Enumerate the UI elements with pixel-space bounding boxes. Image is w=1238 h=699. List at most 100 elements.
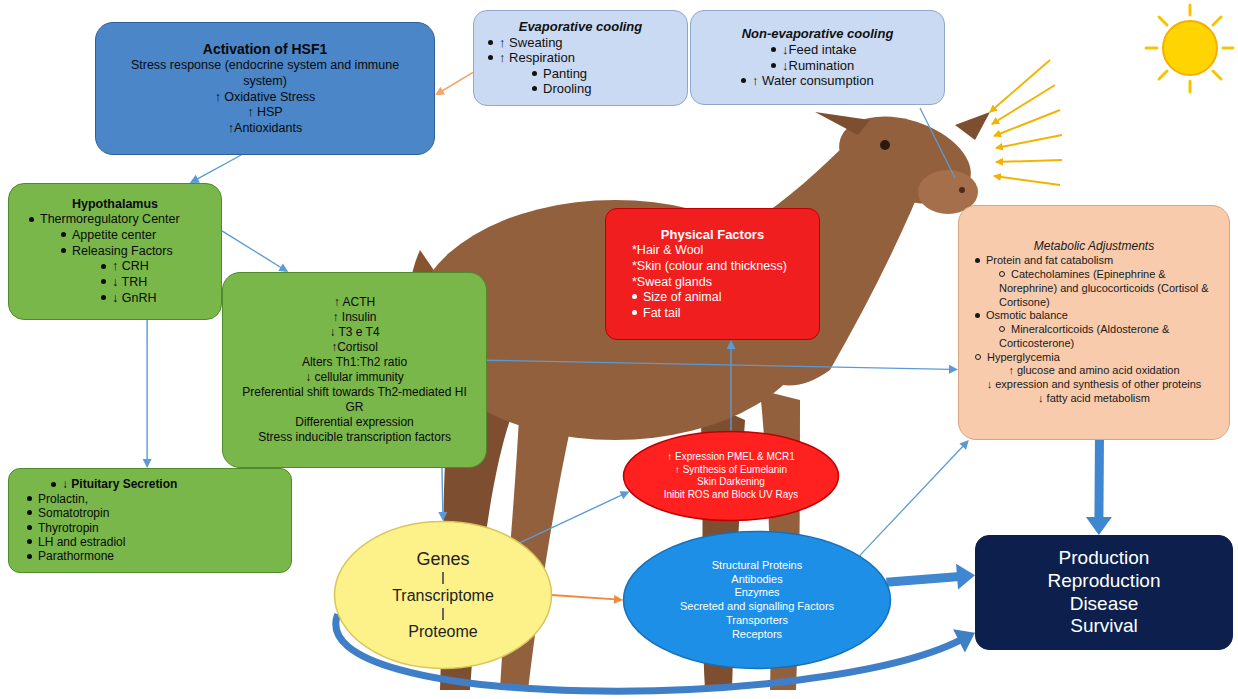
text-row: ↑ glucose and amino acid oxidation (969, 364, 1219, 378)
sheep-ear (955, 112, 990, 140)
text-row: Appetite center (21, 228, 209, 244)
connector-line (520, 495, 623, 543)
label-text: ↑Cortisol (331, 340, 378, 354)
text-row: Antibodies (660, 573, 854, 587)
label-text: Drooling (543, 81, 591, 96)
text-row: ↑ CRH (21, 259, 209, 275)
pituitary-box: ↓ Pituitary SecretionProlactin,Somatotro… (8, 468, 292, 573)
label-text: Parathormone (38, 549, 114, 563)
ellipse-shape (335, 522, 552, 669)
text-row: Thermoregulatory Center (21, 212, 209, 228)
bullet-dot (27, 539, 32, 544)
text-row: ↓ cellular immunity (235, 370, 474, 385)
text-row: Alters Th1:Th2 ratio (235, 355, 474, 370)
sun-rays (1146, 5, 1233, 92)
arrow-head (190, 175, 200, 183)
label-text: ↑ CRH (112, 259, 149, 273)
label-text: ↑ Expression PMEL & MCR1 (667, 451, 794, 462)
text-row: Metabolic Adjustments (969, 239, 1219, 254)
label-text: Protein and fat catabolism (986, 254, 1113, 266)
bullet-dot (51, 482, 56, 487)
label-text: Stress inducible transcription factors (258, 430, 451, 444)
circle-bullet (999, 271, 1005, 277)
pigment-ellipse: ↑ Expression PMEL & MCR1 ↑ Synthesis of E… (622, 430, 840, 522)
bullet-dot (741, 78, 746, 83)
label-text: Hypothalamus (72, 197, 158, 211)
arrow-head (959, 440, 968, 450)
ellipse-shape (624, 532, 891, 669)
cooling-box: Evaporative cooling↑ Sweating↑ Respirati… (473, 10, 688, 106)
bullet-dot (101, 264, 106, 269)
connector (552, 595, 623, 604)
genes-ellipse: GenesTranscriptomeProteome (333, 520, 553, 670)
connector (222, 231, 288, 272)
bullet-dot (27, 554, 32, 559)
label-text: Disease (1070, 593, 1139, 614)
hypothalamus-box: HypothalamusThermoregulatory CenterAppet… (8, 183, 222, 320)
bullet-dot (632, 294, 637, 299)
cooling-box: Non-evaporative cooling↓Feed intake↓Rumi… (690, 10, 945, 105)
label-text: ↓ T3 e T4 (329, 325, 379, 339)
text-row: ↑ Synthesis of Eumelanin (646, 464, 816, 477)
label-text: Skin Darkening (697, 476, 765, 487)
label-text: Panting (543, 66, 587, 81)
text-row: Thyrotropin (21, 521, 279, 535)
sun (1146, 5, 1233, 92)
text-row: Genes (364, 548, 522, 571)
connector (520, 491, 629, 543)
text-row: Size of animal (618, 290, 807, 306)
label-text: Somatotropin (38, 506, 109, 520)
label-text: ↑ glucose and amino acid oxidation (1008, 364, 1179, 376)
label-text: Activation of HSF1 (203, 41, 327, 57)
label-text: Evaporative cooling (519, 19, 643, 34)
label-text: Inibit ROS and Block UV Rays (664, 489, 799, 500)
label-text: Proteome (408, 623, 477, 640)
label-text: *Sweat glands (632, 275, 712, 289)
text-row: ↑ Water consumption (701, 73, 934, 89)
label-text: Releasing Factors (72, 244, 173, 258)
label-text: ↑ Insulin (332, 310, 376, 324)
connector-line (222, 231, 282, 268)
label-text: ↑ Sweating (499, 35, 563, 50)
label-text: ↑ ACTH (334, 295, 375, 309)
connector-line (1094, 440, 1104, 520)
text-area: GenesTranscriptomeProteome (364, 548, 522, 643)
label-text: Size of animal (643, 290, 722, 304)
text-row: Transcriptome (364, 586, 522, 606)
label-text: Physical Factors (661, 227, 764, 242)
connector (886, 564, 975, 590)
arrow-head (619, 491, 629, 499)
label-text: ↑Antioxidants (228, 121, 302, 135)
text-row: Protein and fat catabolism (969, 254, 1219, 268)
text-row: Secreted and signalling Factors (660, 600, 854, 614)
connector (438, 468, 447, 521)
label-text: Stress response (endocrine system and im… (131, 58, 399, 88)
label-text: ↓Rumination (782, 58, 854, 73)
arrow-head (435, 87, 445, 95)
text-row: ↑ Respiration (484, 50, 677, 66)
label-text: ↑ Water consumption (752, 73, 874, 88)
label-text: GR (346, 400, 364, 414)
connector-line (860, 446, 964, 556)
text-row: Hyperglycemia (969, 351, 1219, 365)
protein-ellipse: Structural ProteinsAntibodiesEnzymesSecr… (622, 530, 892, 670)
text-row: ↓ TRH (21, 275, 209, 291)
text-row: LH and estradiol (21, 535, 279, 549)
text-area: Non-evaporative cooling↓Feed intake↓Rumi… (701, 26, 934, 88)
label-text: Thermoregulatory Center (40, 212, 180, 226)
text-row: Survival (988, 615, 1220, 638)
label-text: ↓Feed intake (782, 42, 856, 57)
text-row: ↓ T3 e T4 (235, 325, 474, 340)
label-text: Transcriptome (392, 587, 494, 604)
text-row: *Sweat glands (618, 275, 807, 291)
label-text: Thyrotropin (38, 521, 99, 535)
text-row: ↓Feed intake (701, 42, 934, 58)
arrow-head (956, 564, 975, 590)
label-text: Appetite center (72, 228, 156, 242)
arrow-head (726, 340, 735, 349)
heat-arrows (990, 60, 1062, 185)
sheep-ear (815, 112, 870, 135)
text-row: ↑Cortisol (235, 340, 474, 355)
label-text: Differential expression (295, 415, 414, 429)
hsf1-box: Activation of HSF1Stress response (endoc… (95, 22, 435, 155)
